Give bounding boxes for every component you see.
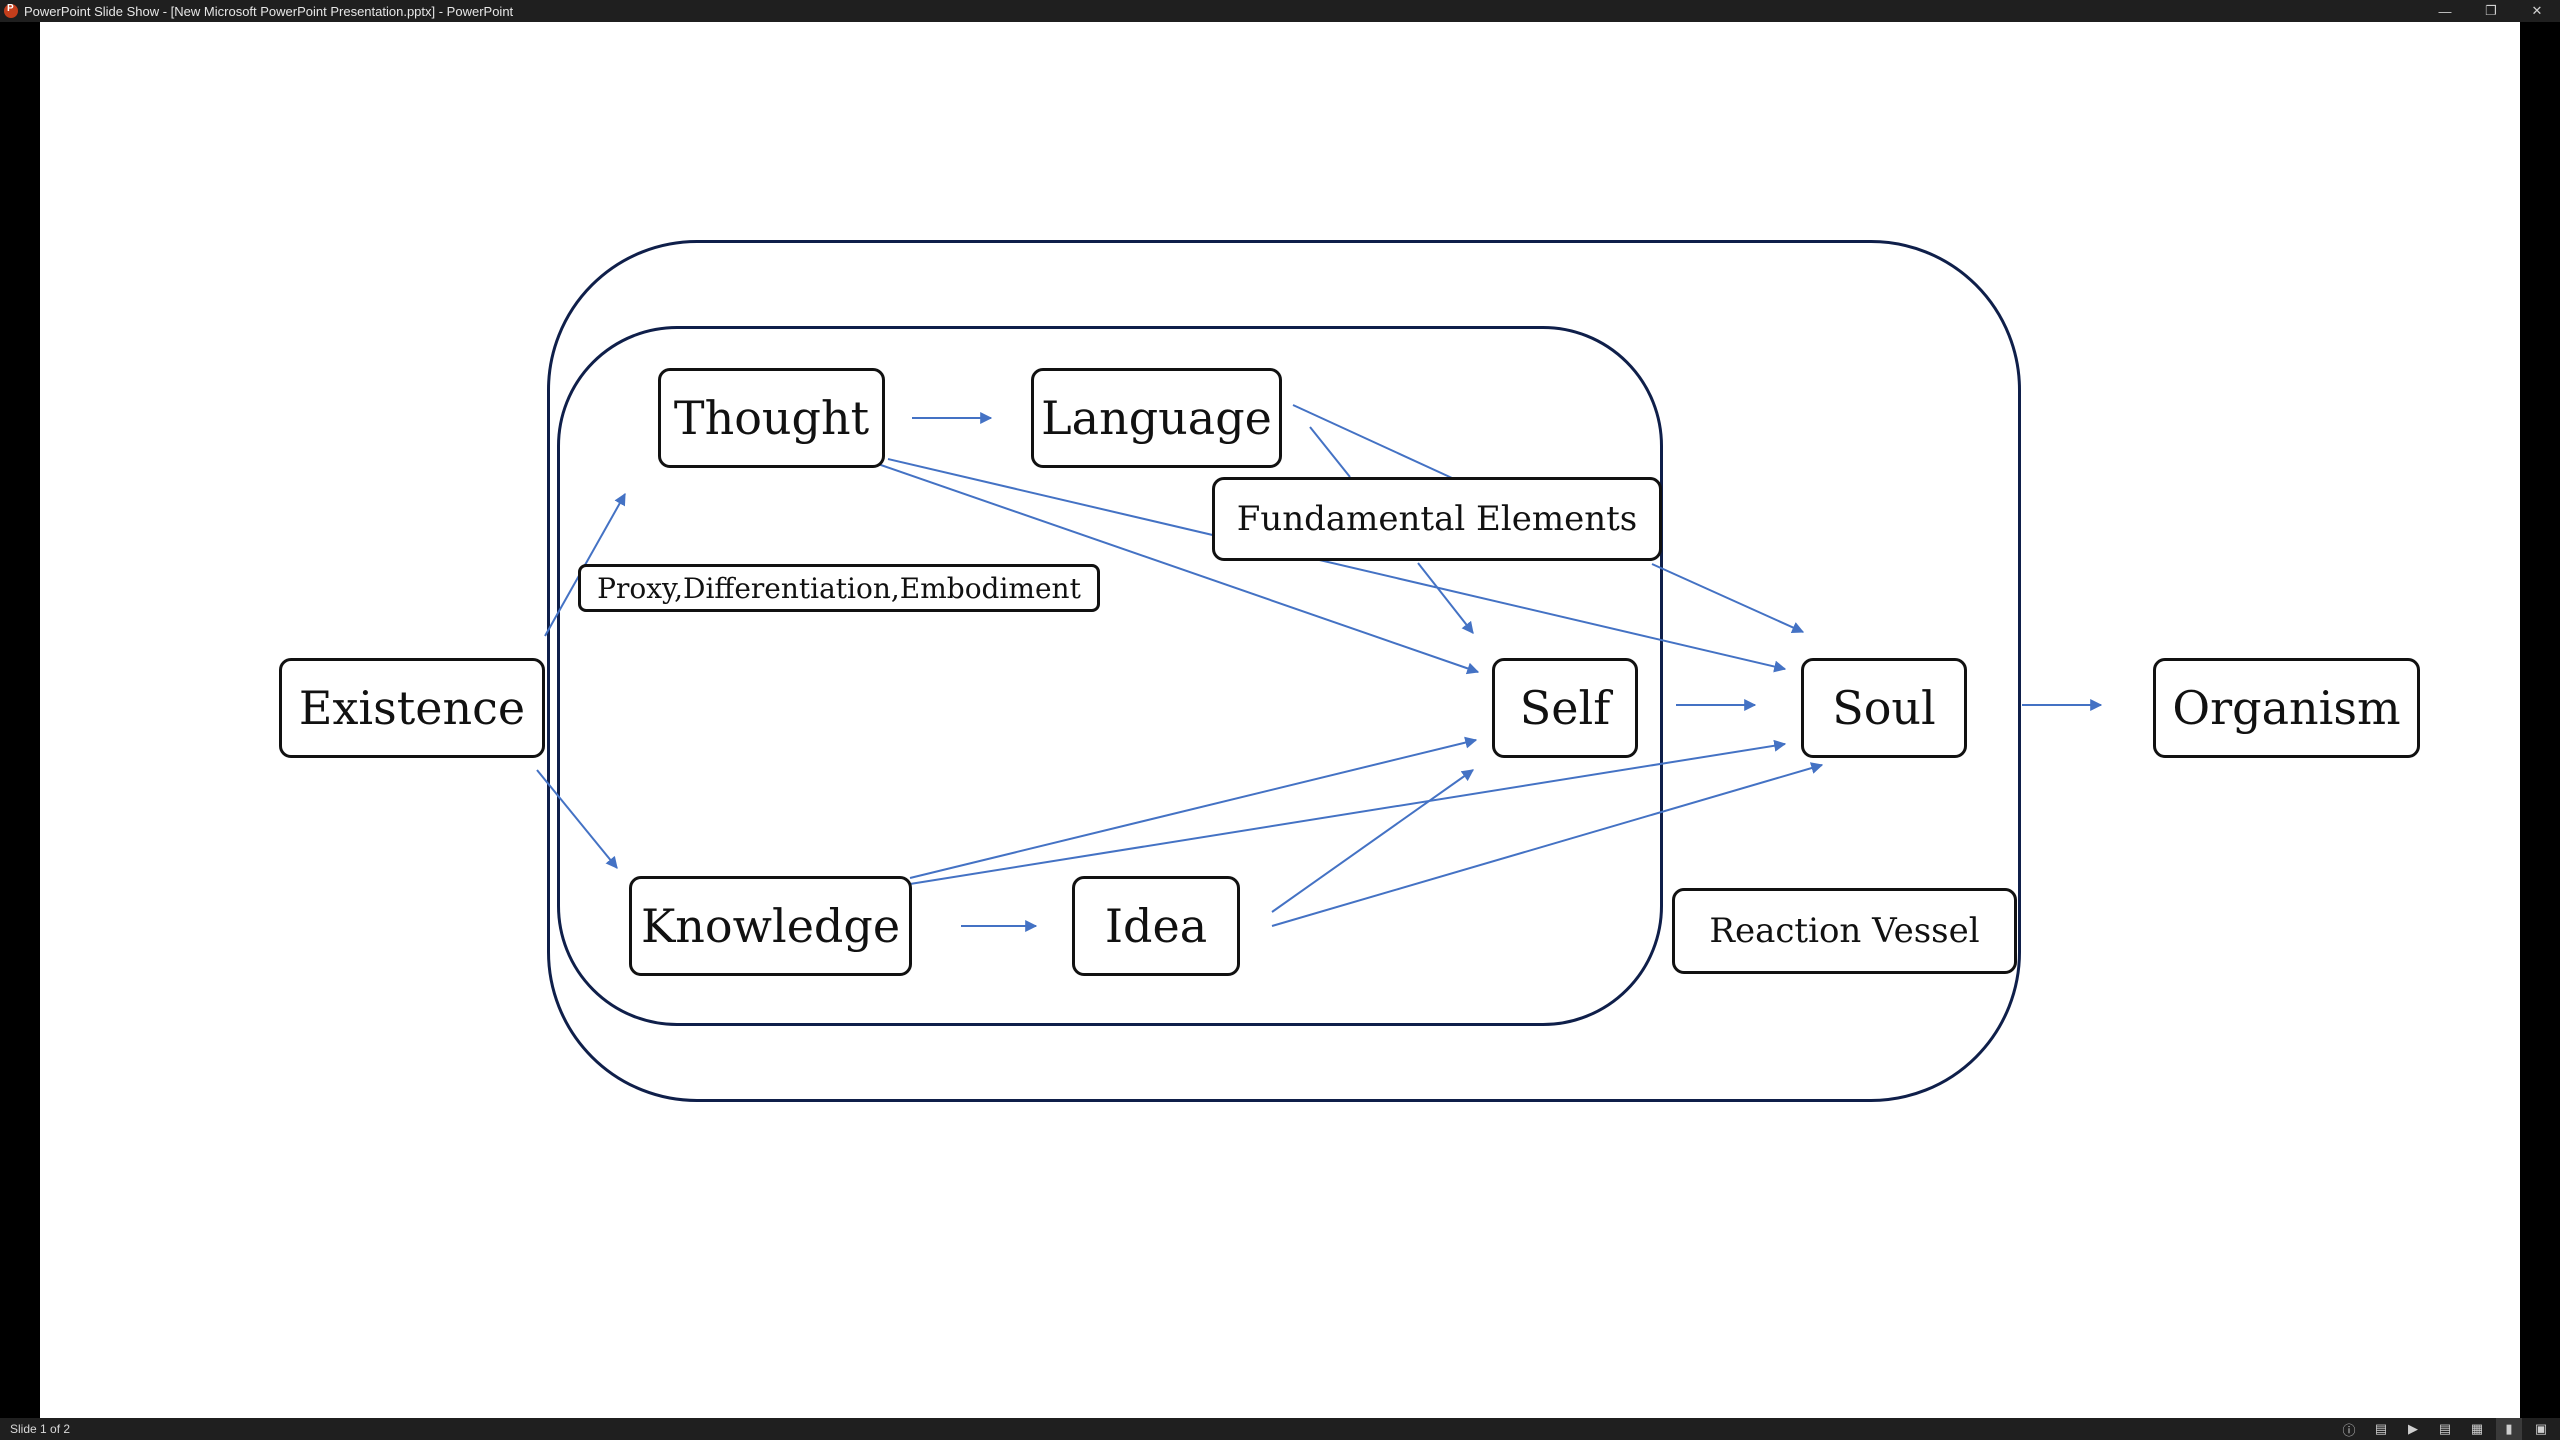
idea-node[interactable]: Idea — [1072, 876, 1240, 976]
arrow-existence-knowledge — [536, 769, 618, 869]
close-button[interactable]: ✕ — [2531, 3, 2543, 18]
slide-sorter-icon[interactable]: ▦ — [2470, 1421, 2484, 1436]
knowledge-node[interactable]: Knowledge — [629, 876, 912, 976]
arrow-thought-self — [877, 463, 1480, 675]
status-bar: Slide 1 of 2 ⓘ ▤ ▶ ▤ ▦ ▮ ▣ — [0, 1418, 2560, 1440]
existence-node[interactable]: Existence — [279, 658, 545, 758]
accessibility-icon[interactable]: ⓘ — [2342, 1422, 2356, 1438]
proxy-differentiation-embodiment-node[interactable]: Proxy,Differentiation,Embodiment — [578, 564, 1100, 612]
line-language-fundamental-2 — [1309, 426, 1351, 478]
arrow-knowledge-self — [909, 736, 1478, 879]
window-title: PowerPoint Slide Show - [New Microsoft P… — [24, 3, 514, 19]
presenter-view-icon[interactable]: ▶ — [2408, 1421, 2418, 1436]
window-titlebar: PowerPoint Slide Show - [New Microsoft P… — [0, 0, 2560, 22]
fundamental-elements-node[interactable]: Fundamental Elements — [1212, 477, 1662, 561]
slide-indicator: Slide 1 of 2 — [10, 1422, 71, 1436]
normal-view-icon[interactable]: ▤ — [2438, 1421, 2452, 1436]
self-node[interactable]: Self — [1492, 658, 1638, 758]
slideshow-icon[interactable]: ▣ — [2534, 1421, 2548, 1436]
line-language-fundamental-1 — [1292, 404, 1453, 479]
arrow-fundamental-self — [1417, 562, 1474, 634]
organism-node[interactable]: Organism — [2153, 658, 2420, 758]
arrow-thought-soul — [887, 458, 1787, 673]
window-controls: — ❐ ✕ — [2422, 0, 2560, 22]
language-node[interactable]: Language — [1031, 368, 1282, 468]
arrow-fundamental-soul — [1651, 563, 1805, 634]
minimize-button[interactable]: — — [2438, 3, 2452, 19]
arrow-idea-soul — [1271, 762, 1824, 927]
notes-icon[interactable]: ▤ — [2374, 1421, 2388, 1436]
soul-node[interactable]: Soul — [1801, 658, 1967, 758]
thought-node[interactable]: Thought — [658, 368, 885, 468]
outer-container — [547, 240, 2021, 1102]
status-icons: ⓘ ▤ ▶ ▤ ▦ ▮ ▣ — [2330, 1418, 2554, 1440]
restore-button[interactable]: ❐ — [2485, 3, 2497, 18]
inner-container — [557, 326, 1663, 1026]
arrow-idea-self — [1271, 769, 1474, 913]
slide-canvas[interactable]: Existence Thought Language Fundamental E… — [40, 22, 2520, 1418]
reading-view-icon[interactable]: ▮ — [2496, 1418, 2522, 1440]
arrow-knowledge-soul — [909, 739, 1787, 885]
powerpoint-app-icon — [4, 3, 18, 18]
arrows-layer — [536, 404, 2103, 932]
reaction-vessel-node[interactable]: Reaction Vessel — [1672, 888, 2017, 974]
